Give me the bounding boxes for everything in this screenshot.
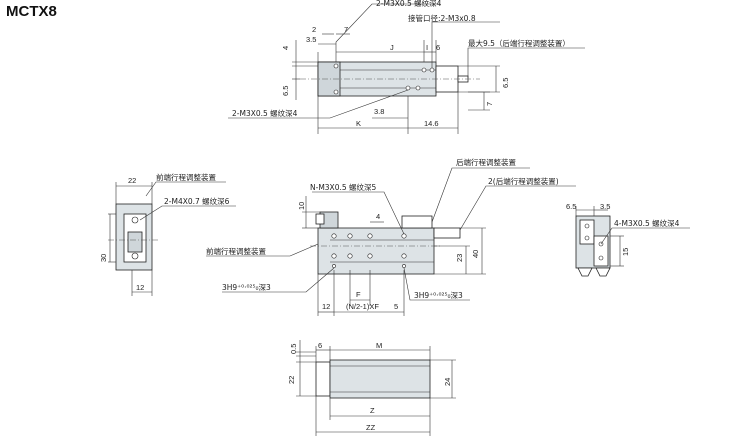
dim-F: F — [356, 290, 361, 299]
left-tap-hole — [131, 252, 139, 260]
port-callout: 接管口径:2-M3x0.8 — [408, 13, 476, 23]
max-stroke-callout: 最大9.5（后端行程调整装置） — [468, 38, 570, 48]
right-view: 6.5 3.5 4-M3X0.5 螺纹深4 15 — [566, 202, 690, 277]
dim-0-5: 0.5 — [289, 344, 298, 354]
right-tap-hole — [584, 223, 590, 229]
port-hole — [429, 67, 435, 73]
front-tap-hole — [347, 233, 353, 239]
dim-12-front: 12 — [322, 302, 330, 311]
pin-callout-right: 3H9⁺⁰·⁰²⁵₀深3 — [414, 291, 463, 300]
top-tap-hole — [333, 89, 339, 95]
port-hole — [421, 67, 427, 73]
dim-Z: Z — [370, 406, 375, 415]
dim-I: I — [426, 43, 428, 52]
front-tap-hole — [331, 233, 337, 239]
top-tap-callout: 2-M3X0.5 螺纹深4 — [376, 0, 442, 8]
dim-3-5-side: 3.5 — [600, 202, 610, 211]
dim-40: 40 — [471, 250, 480, 258]
pin-hole — [402, 264, 406, 268]
dim-10: 10 — [297, 202, 306, 210]
dim-22-left: 22 — [128, 176, 136, 185]
left-view: 22 前端行程调整装置 2-M4X0.7 螺纹深6 30 12 — [99, 172, 236, 296]
dim-3-8: 3.8 — [374, 107, 384, 116]
dim-12-left: 12 — [136, 283, 144, 292]
bottom-view: 0.5 6 M 22 24 Z ZZ — [287, 340, 456, 436]
left-tap-hole — [131, 216, 139, 224]
model-title: MCTX8 — [6, 3, 57, 20]
bottom-tap-hole — [415, 85, 421, 91]
dim-22-bottom: 22 — [287, 376, 296, 384]
front-adjuster-knob — [315, 213, 325, 225]
front-adjuster-callout-left: 前端行程调整装置 — [156, 172, 216, 182]
rear-adjuster-housing — [401, 215, 433, 229]
dim-14-6: 14.6 — [424, 119, 439, 128]
dim-J: J — [390, 43, 394, 52]
dim-6-5-side: 6.5 — [566, 202, 576, 211]
front-tap-hole — [401, 253, 407, 259]
bottom-view-end-block — [315, 361, 331, 397]
dim-M: M — [376, 341, 382, 350]
dim-23: 23 — [455, 254, 464, 262]
front-tap-hole — [367, 233, 373, 239]
dim-6: 6 — [436, 43, 440, 52]
right-tap-hole — [584, 235, 590, 241]
front-tap-hole — [367, 253, 373, 259]
rear-adjuster-callout-2: 2(后端行程调整装置) — [488, 176, 559, 186]
front-view: 后端行程调整装置 2(后端行程调整装置) N-M3X0.5 螺纹深5 前端行程调… — [206, 157, 576, 316]
rear-adjuster-callout: 后端行程调整装置 — [456, 157, 516, 167]
dim-5: 5 — [394, 302, 398, 311]
right-tap-hole — [598, 255, 604, 261]
front-tap-hole — [401, 233, 407, 239]
dim-6-bottom: 6 — [318, 341, 322, 350]
dim-15: 15 — [621, 248, 630, 256]
dim-7-right: 7 — [485, 102, 494, 106]
dim-24: 24 — [443, 378, 452, 386]
dim-4-front: 4 — [376, 212, 380, 221]
front-tap-hole — [347, 253, 353, 259]
right-view-face — [579, 219, 595, 245]
front-view-body — [317, 227, 435, 275]
front-adjuster-callout: 前端行程调整装置 — [206, 246, 266, 256]
left-view-slot — [127, 231, 143, 253]
dim-7: 7 — [344, 25, 348, 34]
dim-ZZ: ZZ — [366, 423, 376, 432]
dim-6-5-right: 6.5 — [501, 78, 510, 88]
bottom-view-body — [329, 359, 431, 399]
bottom-tap-hole — [405, 85, 411, 91]
tap-callout-right: 4-M3X0.5 螺纹深4 — [614, 218, 680, 228]
right-view-port — [593, 235, 609, 267]
top-tap-hole — [333, 63, 339, 69]
dim-K: K — [356, 119, 361, 128]
tap-callout-left: 2-M4X0.7 螺纹深6 — [164, 196, 230, 206]
rear-adjuster — [433, 227, 461, 239]
n-tap-callout: N-M3X0.5 螺纹深5 — [310, 182, 377, 192]
dim-3-5: 3.5 — [306, 35, 316, 44]
dim-4: 4 — [281, 46, 290, 50]
bottom-tap-callout: 2-M3X0.5 螺纹深4 — [232, 108, 298, 118]
pin-callout-left: 3H9⁺⁰·⁰²⁵₀深3 — [222, 283, 271, 292]
front-tap-hole — [331, 253, 337, 259]
top-view: 2-M3X0.5 螺纹深4 接管口径:2-M3x0.8 最大9.5（后端行程调整… — [228, 0, 585, 134]
top-view-end-block — [317, 61, 341, 97]
dim-2: 2 — [312, 25, 316, 34]
dim-nxf: (N/2-1)XF — [346, 302, 379, 311]
dim-6-5: 6.5 — [281, 86, 290, 96]
pin-hole — [332, 264, 336, 268]
dim-30: 30 — [99, 254, 108, 262]
